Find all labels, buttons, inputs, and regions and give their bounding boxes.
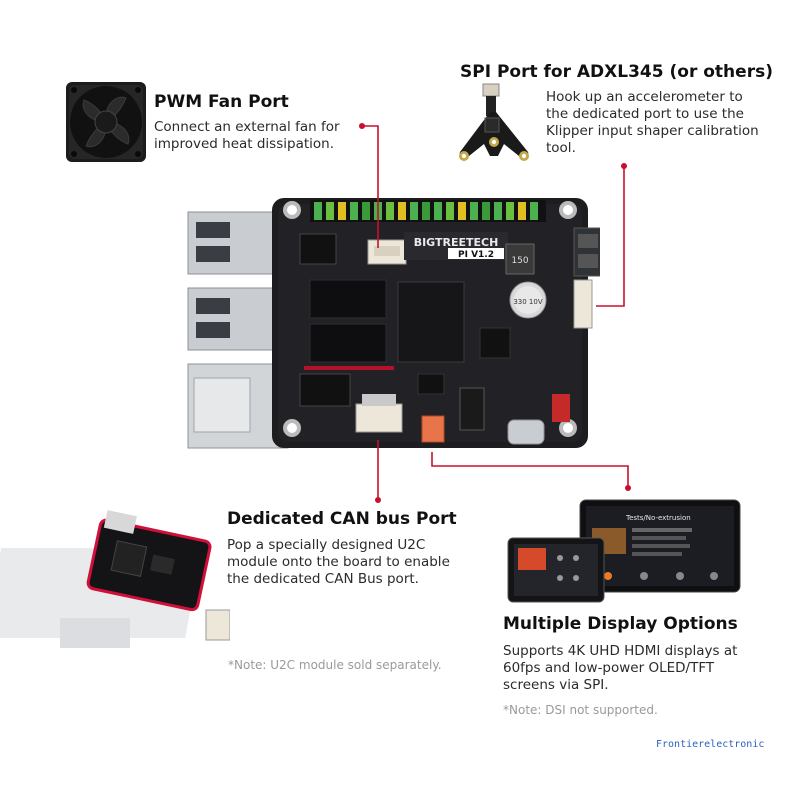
gpio-pin <box>362 202 370 220</box>
usb-ports <box>187 211 289 449</box>
gpio-pin <box>386 202 394 220</box>
gpio-pin <box>338 202 346 220</box>
screen-title: Tests/No-extrusion <box>625 514 691 522</box>
can-port-title: Dedicated CAN bus Port <box>227 509 457 529</box>
gpio-pin <box>494 202 502 220</box>
gpio-pin <box>398 202 406 220</box>
accelerometer-module-image <box>459 83 529 161</box>
can-port-note: *Note: U2C module sold separately. <box>228 658 442 672</box>
display-image: Tests/No-extrusion <box>507 499 741 603</box>
gpio-pin <box>506 202 514 220</box>
capacitor-label: 330 10V <box>513 298 542 306</box>
gpio-pin <box>350 202 358 220</box>
gpio-pin <box>410 202 418 220</box>
gpio-pin <box>422 202 430 220</box>
fan-port-description: Connect an external fan for improved hea… <box>154 119 340 152</box>
display-title: Multiple Display Options <box>503 614 738 634</box>
gpio-pin <box>530 202 538 220</box>
can-port-description: Pop a specially designed U2C module onto… <box>227 537 450 587</box>
watermark: Frontierelectronic <box>656 739 765 750</box>
fan-port-title: PWM Fan Port <box>154 92 289 112</box>
pi-board-image: BIGTREETECH PI V1.2 150 330 10V <box>187 198 600 449</box>
gpio-pin <box>446 202 454 220</box>
display-description: Supports 4K UHD HDMI displays at 60fps a… <box>503 643 738 693</box>
u2c-module-image <box>0 498 230 658</box>
board-model: PI V1.2 <box>458 250 494 260</box>
gpio-pin <box>326 202 334 220</box>
spi-port-title: SPI Port for ADXL345 (or others) <box>460 62 773 82</box>
gpio-pin <box>470 202 478 220</box>
gpio-pin <box>518 202 526 220</box>
gpio-pin <box>314 202 322 220</box>
gpio-pin <box>458 202 466 220</box>
inductor-label: 150 <box>511 256 528 266</box>
board-brand: BIGTREETECH <box>414 236 499 249</box>
fan-icon <box>66 82 146 162</box>
gpio-pin <box>434 202 442 220</box>
gpio-pin <box>482 202 490 220</box>
spi-port-description: Hook up an accelerometer to the dedicate… <box>546 89 759 156</box>
display-note: *Note: DSI not supported. <box>503 703 658 717</box>
